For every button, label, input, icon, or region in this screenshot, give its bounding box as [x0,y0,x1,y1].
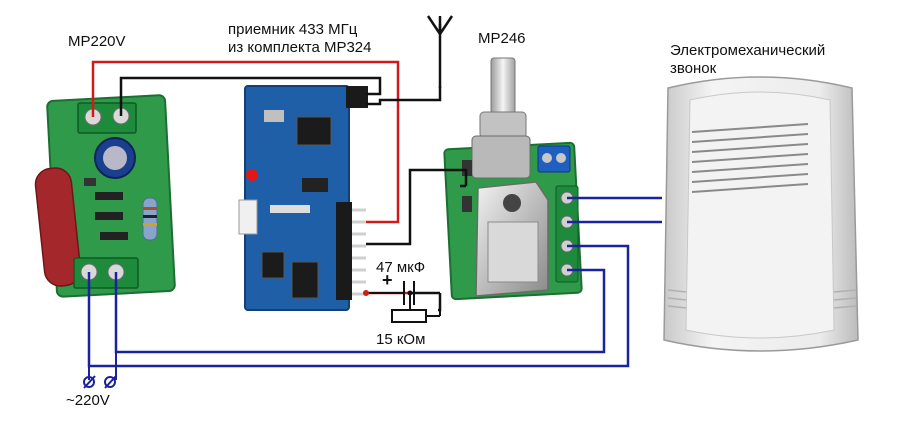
wire-blue [87,196,662,368]
receiver-led [246,169,258,181]
relay-module [443,57,583,301]
resistor-symbol [391,309,427,323]
relay-terminal-side [555,185,579,283]
capacitor-polarity: + [382,270,393,290]
receiver-output-header [336,202,352,300]
relay-potentiometer-nut [479,111,527,139]
receiver-label-line1: приемник 433 МГц [228,21,358,38]
receiver-module [238,85,368,311]
bell-label-line2: звонок [670,60,717,77]
mains-terminal-icon [104,376,116,388]
relay-component [462,160,472,176]
psu-module-label: MP220V [68,33,126,50]
capacitor-label: 47 мкФ [376,259,426,276]
relay-module-label: MP246 [478,30,526,47]
receiver-ic [296,116,332,146]
relay-potentiometer-shaft [490,57,516,115]
receiver-component [302,178,328,192]
relay-terminal-screw [542,153,552,163]
psu-diode [95,212,123,220]
relay-heatsink-face [487,221,539,283]
relay-potentiometer-body [471,135,531,179]
psu-diode [100,232,128,240]
relay-terminal-screw [556,153,566,163]
junction-dot [407,290,413,296]
resistor-label: 15 кОм [376,331,426,348]
doorbell [663,76,859,352]
receiver-label-line2: из комплекта MP324 [228,39,372,56]
receiver-ic [261,251,285,279]
resistor-band [143,223,157,226]
mains-terminal-icon [83,376,95,388]
receiver-output-pins [352,208,366,296]
receiver-ic [291,261,319,299]
receiver-component [270,205,310,213]
psu-x-capacitor [34,167,82,287]
psu-resistor [142,197,158,241]
psu-chip [84,178,96,186]
relay-terminal-top [537,145,571,173]
resistor-band [143,207,157,210]
relay-component [462,196,472,212]
doorbell-front-panel [685,91,835,339]
receiver-pin-header [346,86,368,108]
psu-module [34,94,176,298]
mains-label: ~220V [66,392,110,409]
resistor-band [143,215,157,218]
relay-heatsink-hole [503,194,521,212]
doorbell-grille [691,123,809,193]
psu-diode [95,192,123,200]
bell-label-line1: Электромеханический [670,42,826,59]
doorbell-side-vents [667,289,857,309]
junction-dot [363,290,369,296]
antenna [426,15,454,88]
mains-terminals [83,352,117,389]
receiver-connector [238,199,258,235]
rc-network [366,281,441,323]
receiver-component [264,110,284,122]
psu-capacitor-top [103,146,127,170]
